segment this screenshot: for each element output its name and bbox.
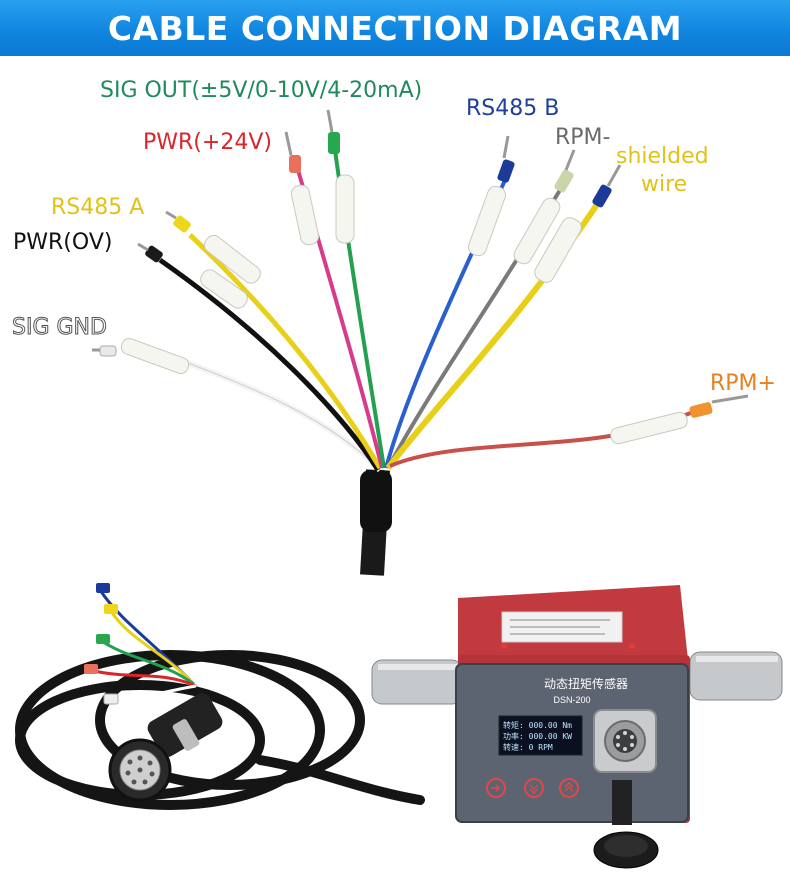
enter-icon[interactable] (486, 778, 506, 798)
lcd-line-3: 转速: 0 RPM (503, 742, 553, 752)
label-pwr-plus-text: PWR(+24V) (143, 130, 272, 155)
ferrule-rpm-minus (554, 169, 574, 193)
label-rs485-a: RS485 A (51, 196, 144, 220)
lcd-line-2: 功率: 000.00 KW (503, 731, 572, 741)
panel-buttons (486, 778, 579, 798)
lcd-screen (498, 715, 583, 756)
face-title: 动态扭矩传感器 (544, 676, 628, 691)
ferrule-sig-out (328, 132, 340, 154)
connector-socket[interactable] (593, 709, 657, 773)
sleeve-pwr-plus (290, 184, 320, 246)
label-shielded-wire: shielded (616, 145, 709, 169)
sleeve-rs485-b (467, 185, 507, 257)
label-rpm-plus: RPM+ (710, 372, 776, 396)
dust-cap (593, 780, 659, 869)
sleeve-shielded (534, 217, 582, 283)
sleeve-rs485-a (203, 234, 261, 284)
ferrule-rs485-a (173, 215, 191, 233)
ferrule-rpm-plus (689, 402, 713, 418)
wire-pwr-ov (158, 257, 381, 472)
face-model: DSN-200 (553, 695, 590, 705)
ferrule-shielded (592, 184, 612, 208)
label-shielded-line2: wire (641, 172, 688, 197)
ferrule-rs485-b (497, 159, 515, 183)
sleeve-sig-gnd (120, 337, 190, 375)
title-banner: CABLE CONNECTION DIAGRAM (0, 0, 790, 56)
up-icon[interactable] (559, 778, 579, 798)
lcd-line-1: 转矩: 000.00 Nm (503, 720, 572, 730)
label-shielded-line1: shielded (616, 144, 709, 169)
sleeve-pwr-ov (200, 269, 248, 309)
label-rs485-a-text: RS485 A (51, 195, 145, 220)
banner-title: CABLE CONNECTION DIAGRAM (107, 8, 683, 48)
label-pwr-plus: PWR(+24V) (143, 131, 272, 155)
down-icon[interactable] (524, 778, 544, 798)
label-rpm-minus: RPM- (555, 126, 610, 150)
sleeve-sig-out (335, 174, 355, 244)
label-rs485-b: RS485 B (466, 97, 559, 121)
label-rpm-plus-text: RPM+ (710, 371, 776, 396)
ferrule-pwr-plus (289, 155, 301, 173)
sleeve-rpm-minus (513, 197, 561, 265)
label-rpm-minus-text: RPM- (555, 125, 611, 150)
label-sig-out-text: SIG OUT(±5V/0-10V/4-20mA) (100, 78, 423, 103)
heat-shrink-sleeve (360, 470, 392, 532)
label-rs485-b-text: RS485 B (466, 96, 560, 121)
label-shielded-wire-2: wire (641, 173, 687, 197)
ferrule-pwr-ov (145, 245, 163, 263)
label-sig-gnd-text: SIG GND (12, 315, 108, 340)
label-sig-out: SIG OUT(±5V/0-10V/4-20mA) (100, 79, 422, 103)
sleeve-rpm-plus (610, 411, 688, 445)
label-pwr-ov: PWR(OV) (13, 231, 112, 255)
wire-rs485-a (188, 233, 383, 470)
label-pwr-ov-text: PWR(OV) (13, 230, 113, 255)
label-sig-gnd: SIG GND (12, 315, 108, 340)
